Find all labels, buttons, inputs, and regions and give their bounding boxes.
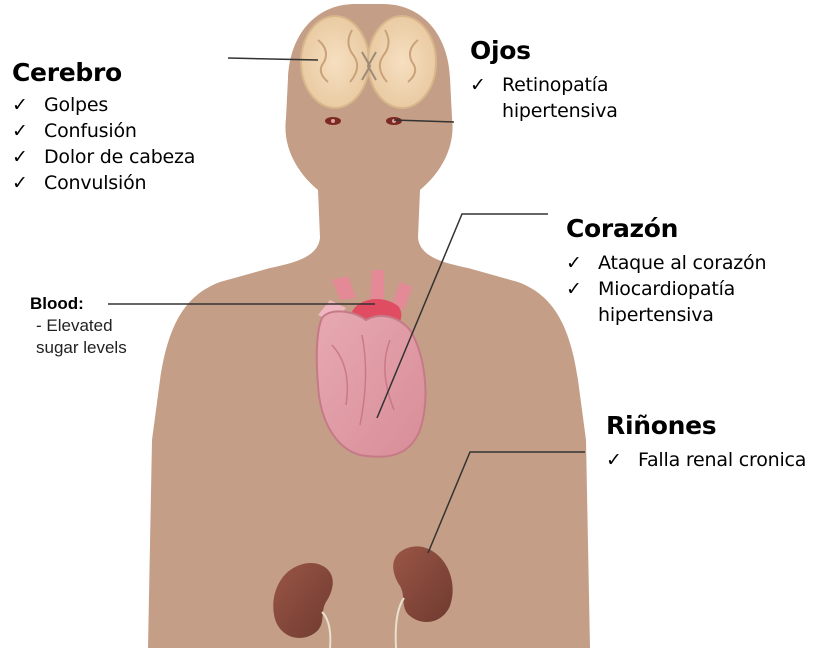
check-icon: ✓	[566, 250, 598, 276]
check-icon: ✓	[12, 144, 44, 170]
blood-line: sugar levels	[36, 337, 127, 359]
blood-title: Blood:	[30, 293, 127, 315]
eyes-block: Ojos ✓ Retinopatía hipertensiva	[470, 36, 660, 124]
blood-line: - Elevated	[36, 315, 127, 337]
heart-item: ✓ Ataque al corazón	[566, 250, 836, 276]
brain-item: ✓ Convulsión	[12, 170, 195, 196]
brain-item-text: Dolor de cabeza	[44, 144, 195, 170]
brain-item-text: Convulsión	[44, 170, 146, 196]
kidneys-item: ✓ Falla renal cronica	[606, 447, 838, 473]
eyes-item: ✓ Retinopatía hipertensiva	[470, 72, 660, 124]
brain-title: Cerebro	[12, 58, 195, 88]
heart-block: Corazón ✓ Ataque al corazón ✓ Miocardiop…	[566, 214, 836, 328]
blood-block: Blood: - Elevated sugar levels	[30, 293, 127, 359]
brain-item: ✓ Confusión	[12, 118, 195, 144]
brain-block: Cerebro ✓ Golpes ✓ Confusión ✓ Dolor de …	[12, 58, 195, 196]
brain-item-text: Golpes	[44, 92, 108, 118]
heart-item: ✓ Miocardiopatía hipertensiva	[566, 276, 836, 328]
check-icon: ✓	[606, 447, 638, 473]
check-icon: ✓	[12, 170, 44, 196]
check-icon: ✓	[12, 118, 44, 144]
check-icon: ✓	[12, 92, 44, 118]
heart-title: Corazón	[566, 214, 836, 244]
heart-item-text: Miocardiopatía hipertensiva	[598, 276, 768, 328]
kidneys-title: Riñones	[606, 411, 838, 441]
kidneys-item-text: Falla renal cronica	[638, 447, 806, 473]
heart-item-text: Ataque al corazón	[598, 250, 766, 276]
check-icon: ✓	[566, 276, 598, 302]
check-icon: ✓	[470, 72, 502, 98]
brain-item: ✓ Dolor de cabeza	[12, 144, 195, 170]
brain-item: ✓ Golpes	[12, 92, 195, 118]
eyes-item-text: Retinopatía hipertensiva	[502, 72, 642, 124]
brain-item-text: Confusión	[44, 118, 137, 144]
eyes-title: Ojos	[470, 36, 660, 66]
kidneys-block: Riñones ✓ Falla renal cronica	[606, 411, 838, 473]
